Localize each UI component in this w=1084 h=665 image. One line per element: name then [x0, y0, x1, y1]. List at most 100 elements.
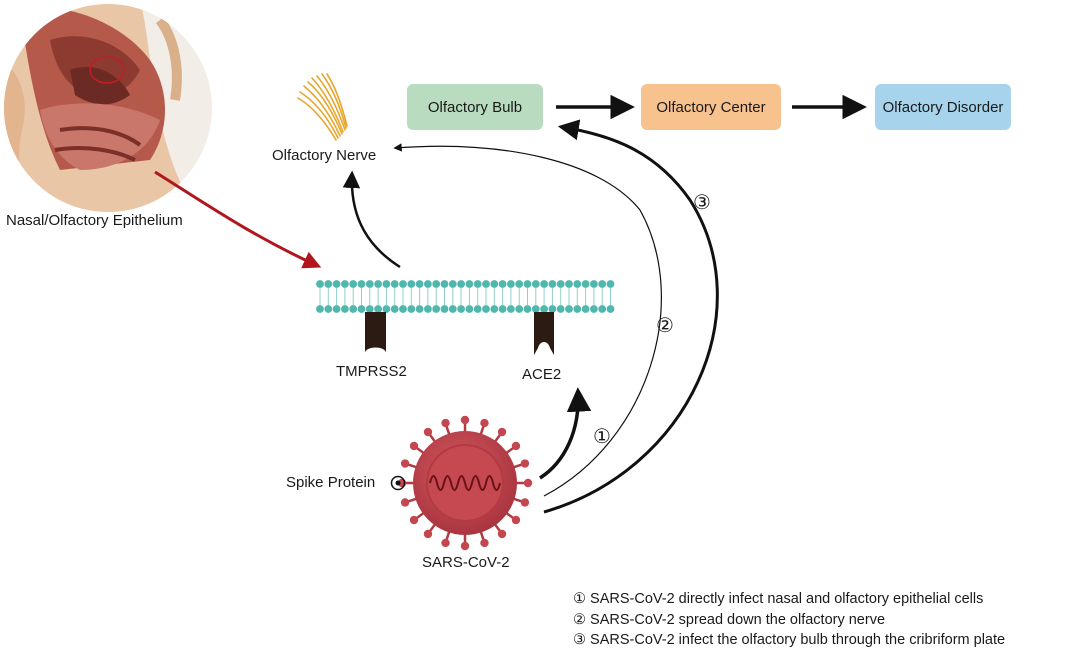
olfactory-bulb-label: Olfactory Bulb — [427, 98, 523, 116]
lipid-head — [490, 305, 499, 313]
cell-membrane — [316, 280, 615, 313]
lipid-head — [523, 280, 532, 288]
nasal-epithelium-label: Nasal/Olfactory Epithelium — [6, 212, 183, 229]
spike — [497, 529, 507, 539]
lipid-head — [374, 280, 382, 288]
lipid-head — [448, 280, 457, 288]
spike — [511, 515, 521, 525]
spike — [520, 459, 530, 468]
route-2-marker: ② — [656, 313, 674, 337]
lipid-head — [598, 280, 607, 288]
lipid-head — [316, 280, 324, 288]
lipid-head — [390, 280, 399, 288]
virus-label: SARS-CoV-2 — [422, 554, 510, 571]
lipid-head — [490, 280, 499, 288]
lipid-head — [399, 280, 407, 288]
route-1-marker: ① — [593, 424, 611, 448]
lipid-head — [606, 280, 615, 288]
spike — [441, 418, 450, 428]
lipid-head — [606, 305, 615, 313]
lipid-head — [590, 305, 598, 313]
olfactory-nerve-fibers — [297, 73, 348, 141]
lipid-head — [365, 280, 374, 288]
lipid-head — [341, 280, 349, 288]
nasal-cavity-illustration — [4, 4, 212, 212]
legend-item-1: ① SARS-CoV-2 directly infect nasal and o… — [573, 591, 984, 607]
lipid-head — [332, 305, 341, 313]
lipid-head — [515, 305, 524, 313]
lipid-head — [448, 305, 457, 313]
lipid-head — [590, 280, 598, 288]
lipid-head — [432, 280, 441, 288]
legend: ① SARS-CoV-2 directly infect nasal and o… — [573, 589, 1005, 651]
spike — [523, 478, 533, 488]
lipid-head — [482, 280, 490, 288]
lipid-head — [341, 305, 349, 313]
lipid-head — [357, 305, 366, 313]
lipid-head — [573, 280, 582, 288]
lipid-head — [324, 305, 333, 313]
route-3-marker: ③ — [693, 190, 711, 214]
arrow-membrane-to-nerve — [342, 170, 401, 269]
spike — [520, 498, 530, 507]
lipid-head — [399, 305, 407, 313]
spike — [400, 498, 410, 507]
olfactory-disorder-box: Olfactory Disorder — [875, 84, 1011, 130]
lipid-head — [507, 280, 515, 288]
spike — [497, 427, 507, 437]
olfactory-disorder-label: Olfactory Disorder — [882, 98, 1004, 116]
lipid-head — [515, 280, 524, 288]
olfactory-center-box: Olfactory Center — [641, 84, 781, 130]
lipid-head — [415, 305, 424, 313]
spike — [441, 538, 450, 548]
lipid-head — [482, 305, 490, 313]
lipid-head — [382, 305, 391, 313]
legend-item-2: ② SARS-CoV-2 spread down the olfactory n… — [573, 611, 886, 628]
lipid-head — [357, 280, 366, 288]
lipid-head — [316, 305, 324, 313]
lipid-head — [457, 280, 465, 288]
lipid-head — [365, 305, 374, 313]
ace2-label: ACE2 — [522, 366, 562, 383]
lipid-head — [407, 280, 416, 288]
spike-protein-label: Spike Protein — [286, 474, 376, 491]
spike — [409, 515, 419, 525]
spike — [423, 529, 433, 539]
lipid-head — [473, 305, 482, 313]
lipid-head — [415, 280, 424, 288]
spike — [480, 538, 489, 548]
lipid-head — [598, 305, 607, 313]
route-2-arrow — [393, 143, 662, 497]
lipid-head — [531, 280, 540, 288]
lipid-head — [349, 305, 358, 313]
red-arrow-epithelium-to-membrane — [154, 170, 322, 269]
sars-cov-2-virus — [397, 415, 533, 551]
lipid-head — [531, 305, 540, 313]
lipid-head — [407, 305, 416, 313]
olfactory-nerve-label: Olfactory Nerve — [272, 147, 377, 164]
lipid-head — [498, 280, 507, 288]
lipid-head — [324, 280, 333, 288]
lipid-head — [540, 305, 548, 313]
spike — [460, 415, 470, 425]
lipid-head — [573, 305, 582, 313]
lipid-head — [565, 280, 573, 288]
route-3-arrow — [543, 119, 719, 514]
lipid-head — [424, 280, 432, 288]
lipid-head — [523, 305, 532, 313]
lipid-head — [473, 280, 482, 288]
lipid-head — [565, 305, 573, 313]
lipid-head — [581, 280, 590, 288]
lipid-head — [374, 305, 382, 313]
spike — [511, 441, 521, 451]
lipid-head — [556, 305, 565, 313]
lipid-head — [581, 305, 590, 313]
tmprss2-receptor — [365, 312, 386, 352]
lipid-head — [432, 305, 441, 313]
legend-item-3: ③ SARS-CoV-2 infect the olfactory bulb t… — [573, 632, 1006, 648]
lipid-head — [440, 280, 449, 288]
spike — [409, 441, 419, 451]
spike — [423, 427, 433, 437]
rna-strand — [429, 475, 501, 491]
